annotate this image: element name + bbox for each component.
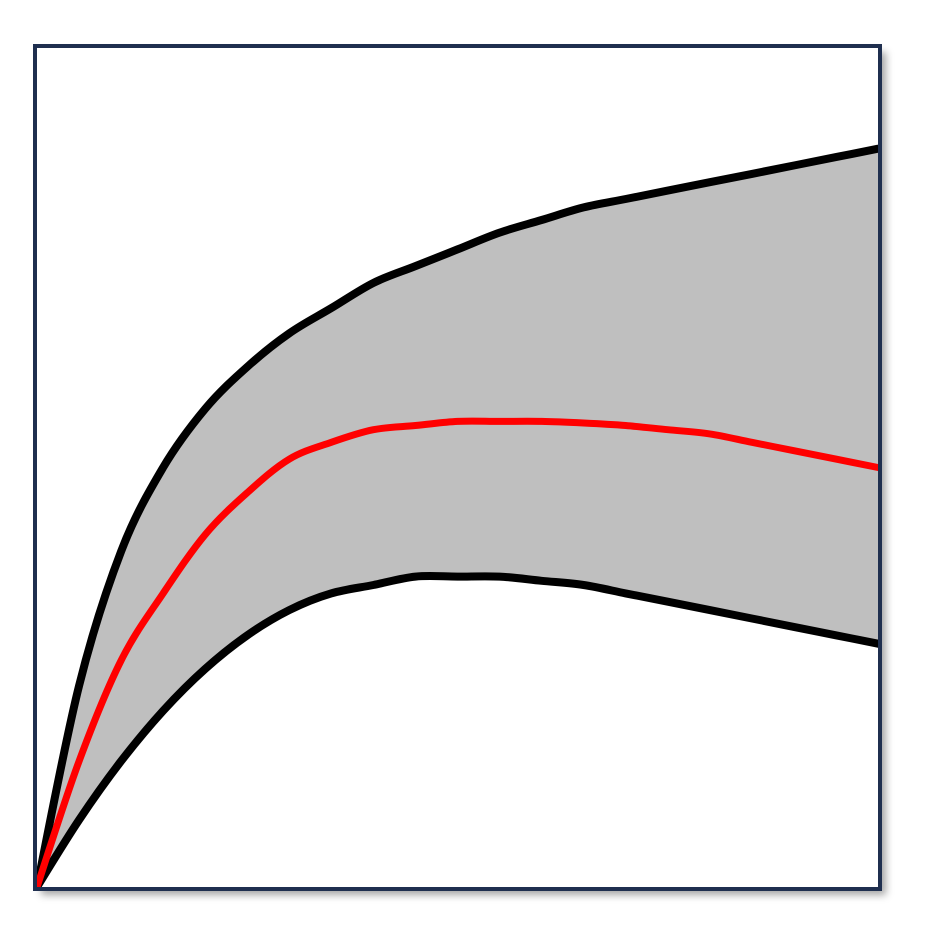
confidence-band-fill (37, 148, 878, 887)
band-upper-bound-line (35, 144, 880, 889)
band-lower-bound-line (35, 571, 880, 889)
plot-frame (33, 44, 882, 891)
plot-content (35, 144, 880, 889)
series-line-0 (35, 417, 880, 889)
